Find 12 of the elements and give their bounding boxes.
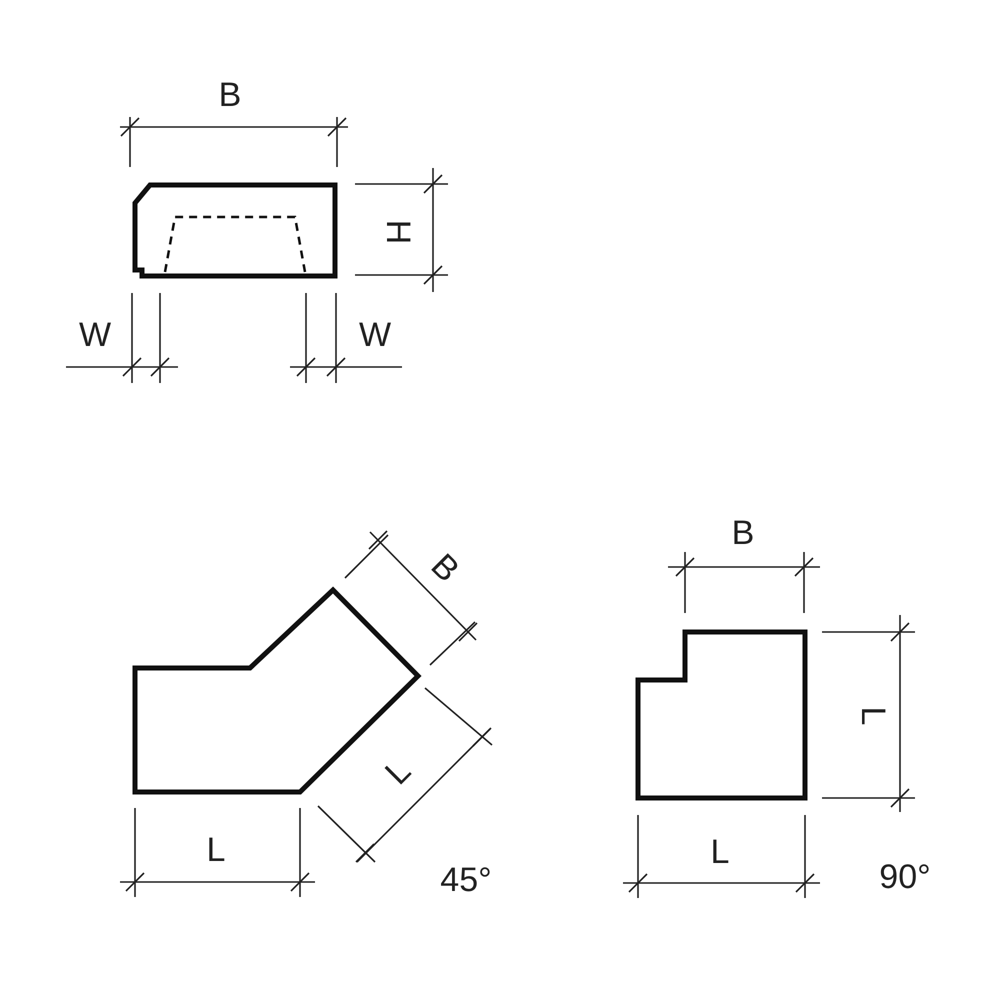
dimension-label: L — [856, 706, 890, 726]
dimension-label: L — [710, 835, 730, 869]
dimension-label: W — [358, 318, 392, 352]
dimension-label: L — [379, 753, 417, 791]
dimension-label: W — [78, 318, 112, 352]
dimension-label: L — [206, 833, 226, 867]
angle-label: 90° — [879, 860, 931, 894]
dimension-label: B — [732, 516, 754, 550]
dimension-label: B — [218, 78, 242, 112]
dimension-label: B — [424, 548, 466, 588]
dimension-label: H — [381, 220, 415, 244]
angle-label: 45° — [440, 863, 492, 897]
